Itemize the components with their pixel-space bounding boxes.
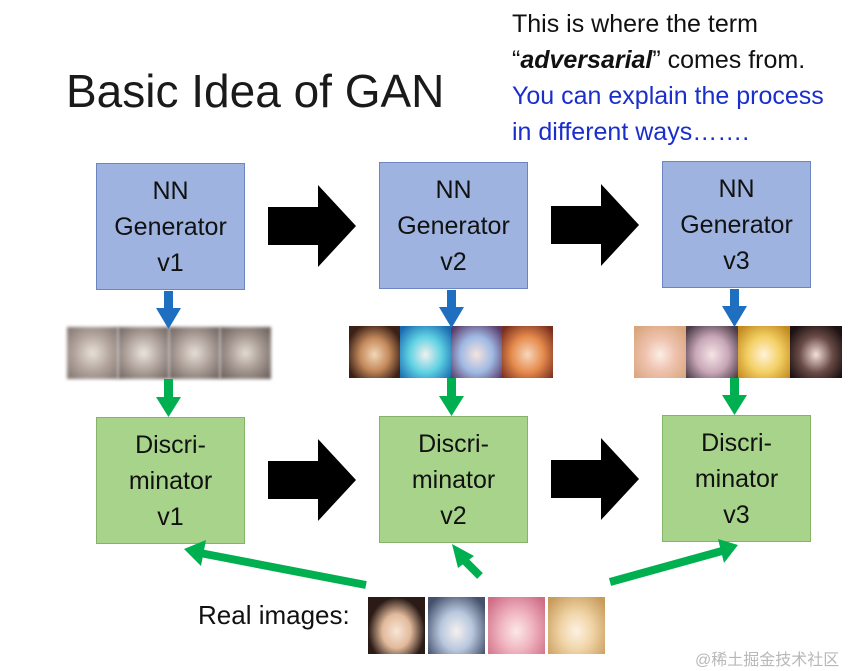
generated-image-v1-4 xyxy=(220,327,271,379)
black-arrow-gen-1 xyxy=(268,185,356,267)
note-line-2: “adversarial” comes from. xyxy=(512,46,806,74)
generated-image-v2-1 xyxy=(349,326,400,378)
generated-image-v1-3 xyxy=(169,327,220,379)
slide-title: Basic Idea of GAN xyxy=(66,65,445,117)
generated-image-v3-1 xyxy=(634,326,686,378)
green-arrow-real-to-d1 xyxy=(184,540,367,589)
note-line-4: in different ways……. xyxy=(512,118,750,146)
adversarial-note: This is where the term “adversarial” com… xyxy=(512,6,824,150)
generated-image-v1-1 xyxy=(67,327,118,379)
generated-image-v3-3 xyxy=(738,326,790,378)
generated-image-v3-2 xyxy=(686,326,738,378)
generated-image-v3-4 xyxy=(790,326,842,378)
generated-image-v2-3 xyxy=(451,326,502,378)
blue-down-arrow-2 xyxy=(439,290,464,328)
green-down-arrow-1 xyxy=(156,379,181,417)
note-line-1: This is where the term xyxy=(512,10,758,38)
real-image-2 xyxy=(428,597,485,654)
green-arrow-real-to-d3 xyxy=(608,539,738,586)
black-arrow-dis-2 xyxy=(551,438,639,520)
watermark: @稀土掘金技术社区 xyxy=(695,652,840,669)
black-arrow-dis-1 xyxy=(268,439,356,521)
generated-image-v1-2 xyxy=(118,327,169,379)
green-down-arrow-3 xyxy=(722,378,747,415)
green-arrow-real-to-d2 xyxy=(452,544,483,579)
real-image-1 xyxy=(368,597,425,654)
generated-image-v2-4 xyxy=(502,326,553,378)
real-image-4 xyxy=(548,597,605,654)
note-emphasis: adversarial xyxy=(520,46,653,74)
real-images-label: Real images: xyxy=(198,600,350,630)
real-image-3 xyxy=(488,597,545,654)
blue-down-arrow-3 xyxy=(722,289,747,327)
generated-image-v2-2 xyxy=(400,326,451,378)
note-line-3: You can explain the process xyxy=(512,82,824,110)
black-arrow-gen-2 xyxy=(551,184,639,266)
blue-down-arrow-1 xyxy=(156,291,181,329)
green-down-arrow-2 xyxy=(439,378,464,416)
